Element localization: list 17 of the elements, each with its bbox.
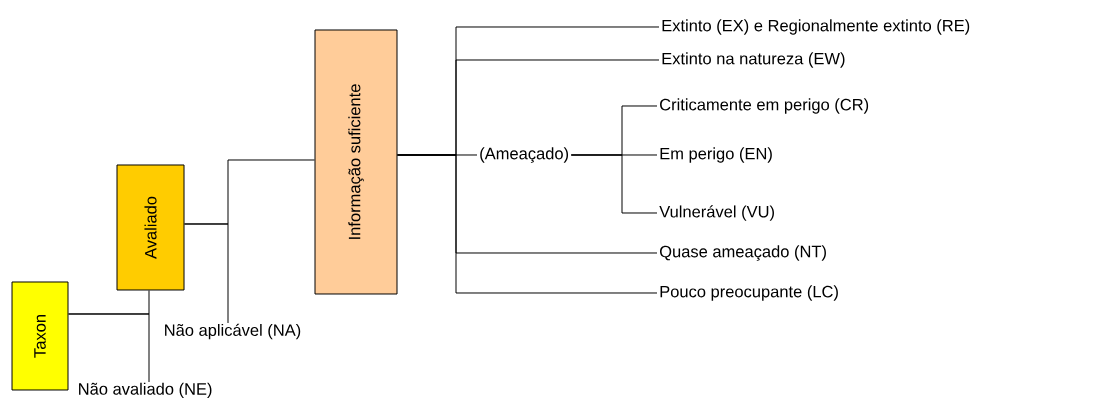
category-label: Em perigo (EN) [660,147,772,163]
category-label: Vulnerável (VU) [659,205,774,221]
category-label: Não aplicável (NA) [165,323,301,340]
connector-line [68,313,150,383]
connector-line [184,223,229,324]
category-box: Avaliado [116,164,185,291]
connector-line [397,154,658,294]
category-box: Taxon [11,281,69,391]
category-label: (Ameaçado) [480,147,569,163]
category-label: Extinto (EX) e Regionalmente extinto (RE) [662,19,970,35]
category-label: Não avaliado (NE) [79,382,212,399]
connector-line [570,154,658,214]
category-label: Criticamente em perigo (CR) [660,98,869,114]
category-label: Pouco preocupante (LC) [660,285,838,301]
category-label: Quase ameaçado (NT) [660,245,826,261]
category-label: Extinto na natureza (EW) [662,52,845,68]
category-box: Informação suficiente [314,29,398,295]
